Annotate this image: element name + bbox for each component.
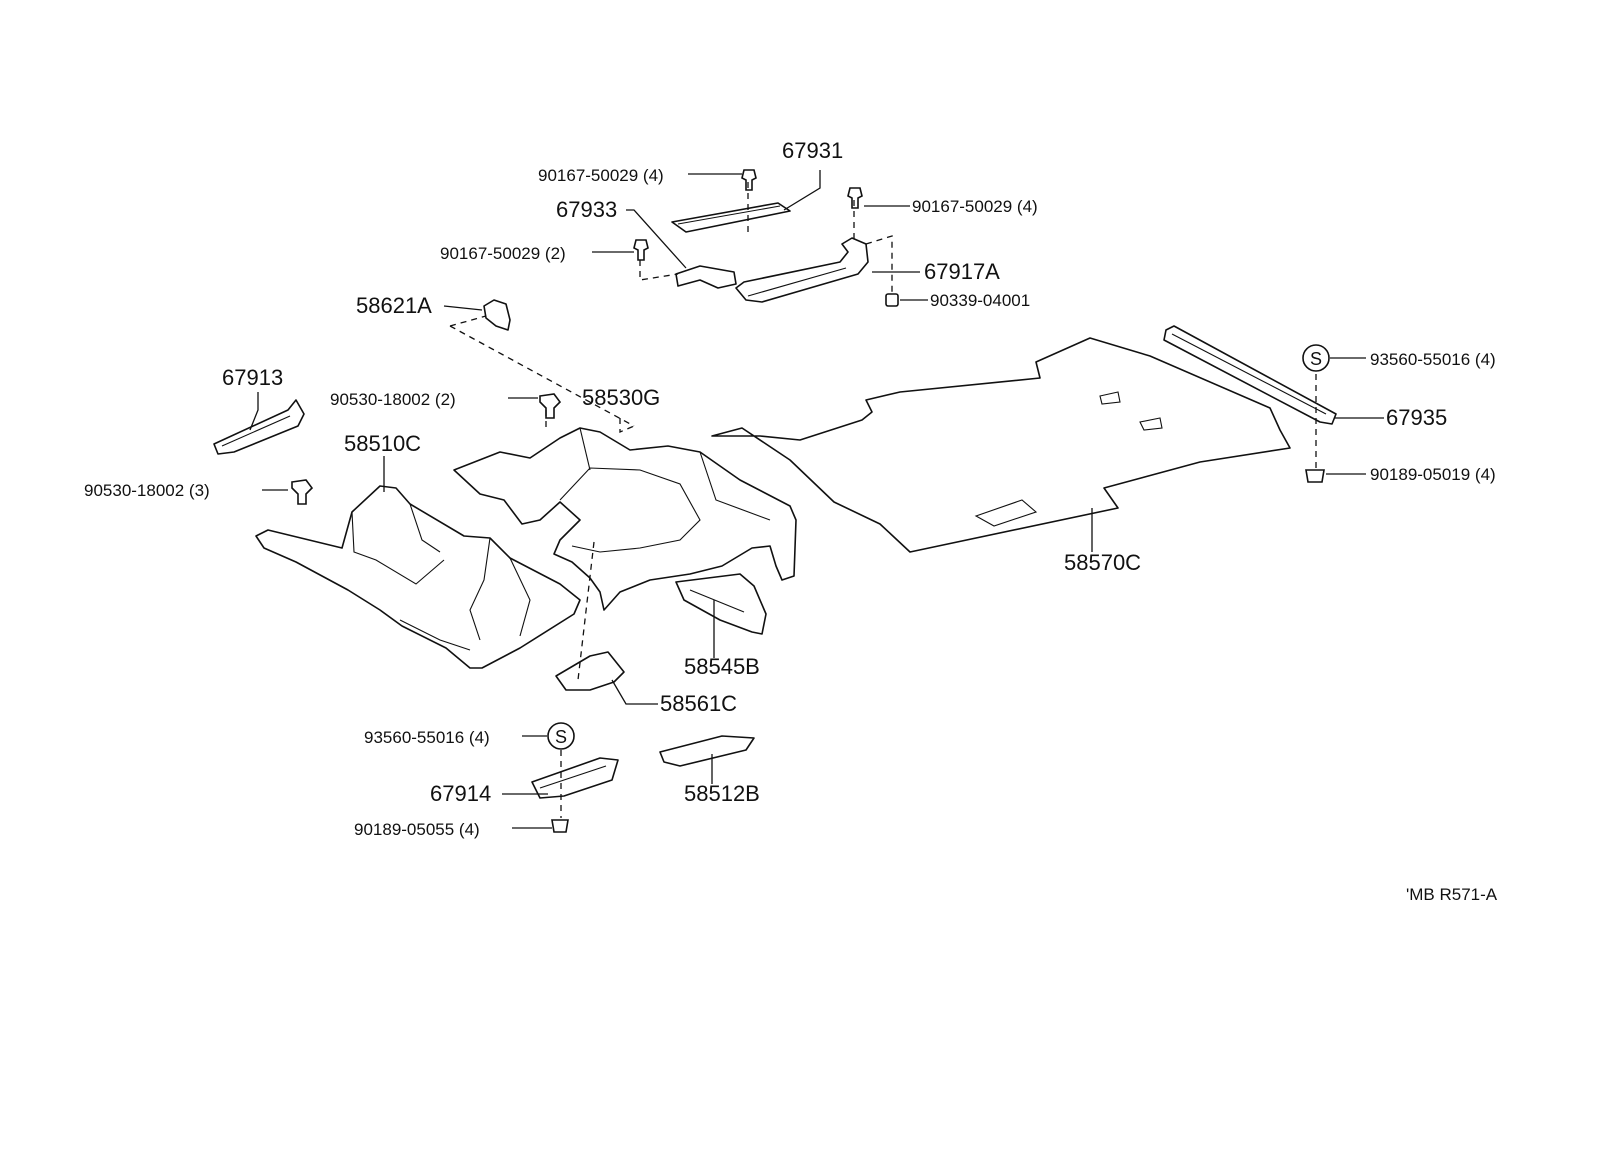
label-90167-50029-4-top: 90167-50029 (4) xyxy=(538,166,664,185)
nut-icon-90189-05055 xyxy=(551,819,569,833)
assembly-dashes xyxy=(449,182,1317,818)
part-58621A-clip xyxy=(483,299,511,331)
clip-icon-90530-2 xyxy=(539,393,562,419)
label-58621A: 58621A xyxy=(356,293,432,318)
part-58530G-center-carpet xyxy=(453,427,797,611)
part-67935-rail xyxy=(1163,325,1337,425)
label-58530G: 58530G xyxy=(582,385,660,410)
label-90167-50029-4-right: 90167-50029 (4) xyxy=(912,197,1038,216)
nut-icon-90339 xyxy=(885,293,899,307)
part-58512B-strip xyxy=(659,735,755,767)
label-58512B: 58512B xyxy=(684,781,760,806)
part-67914-sill xyxy=(531,757,619,799)
label-93560-55016-4-right: 93560-55016 (4) xyxy=(1370,350,1496,369)
label-67933: 67933 xyxy=(556,197,617,222)
label-58561C: 58561C xyxy=(660,691,737,716)
label-67914: 67914 xyxy=(430,781,491,806)
label-67935: 67935 xyxy=(1386,405,1447,430)
part-58570C-rear-carpet xyxy=(711,337,1291,553)
s-symbol-text: S xyxy=(555,727,567,747)
part-67931-rail xyxy=(671,202,791,233)
s-symbol-text: S xyxy=(1310,349,1322,369)
screw-icon-b xyxy=(847,187,863,209)
s-symbol-icon-right: S xyxy=(1302,344,1330,372)
part-58561C-bracket xyxy=(555,651,625,691)
label-90189-05055-4: 90189-05055 (4) xyxy=(354,820,480,839)
screw-icon-c xyxy=(633,239,649,261)
label-90530-18002-2: 90530-18002 (2) xyxy=(330,390,456,409)
label-90339-04001: 90339-04001 xyxy=(930,291,1030,310)
part-67913-sill xyxy=(213,399,305,455)
label-93560-55016-4-left: 93560-55016 (4) xyxy=(364,728,490,747)
part-67917A-rail xyxy=(735,237,869,303)
screw-icon-a xyxy=(741,169,757,191)
label-90530-18002-3: 90530-18002 (3) xyxy=(84,481,210,500)
diagram-reference-code: 'MB R571-A xyxy=(1406,885,1498,904)
label-90167-50029-2: 90167-50029 (2) xyxy=(440,244,566,263)
label-90189-05019-4: 90189-05019 (4) xyxy=(1370,465,1496,484)
part-58545B-side-piece xyxy=(675,573,767,635)
part-58510C-front-carpet xyxy=(255,485,581,669)
clip-icon-90530-3 xyxy=(291,479,314,505)
label-67917A: 67917A xyxy=(924,259,1000,284)
label-67931: 67931 xyxy=(782,138,843,163)
label-58570C: 58570C xyxy=(1064,550,1141,575)
label-58510C: 58510C xyxy=(344,431,421,456)
leader-lines xyxy=(249,170,1384,829)
s-symbol-icon-left: S xyxy=(547,722,575,750)
label-67913: 67913 xyxy=(222,365,283,390)
nut-icon-90189-05019 xyxy=(1305,469,1325,483)
part-67933-bracket xyxy=(675,265,737,289)
label-58545B: 58545B xyxy=(684,654,760,679)
